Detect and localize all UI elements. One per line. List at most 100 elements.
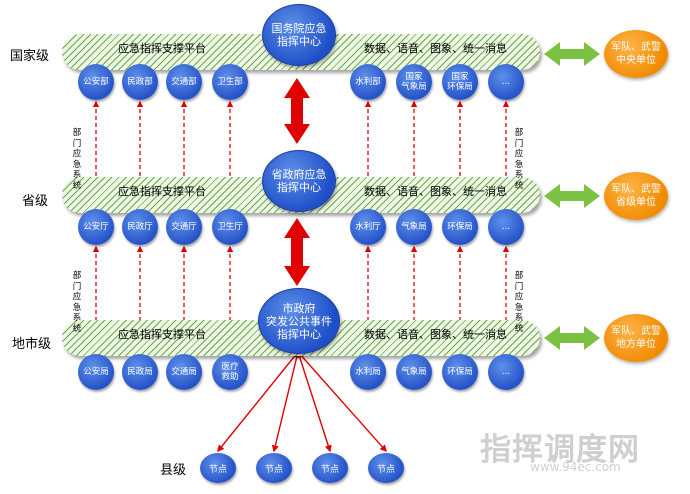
national-node: 民政部	[122, 64, 158, 100]
provincial-node: 环保局	[442, 209, 478, 245]
county-node: 节点	[312, 453, 348, 483]
dept-system-label-right-upper: 部门应急系统	[512, 128, 526, 191]
national-node: 公安部	[78, 64, 114, 100]
military-line-2: 中央单位	[616, 55, 656, 66]
national-node: 交通部	[166, 64, 202, 100]
county-node: 节点	[256, 453, 292, 483]
national-node: 水利部	[350, 64, 386, 100]
dept-system-label-left-lower: 部门应急系统	[70, 271, 84, 334]
label-char: 急	[514, 302, 524, 313]
node-label: 气象局	[401, 222, 427, 232]
national-node: 国家气象局	[396, 64, 432, 100]
county-node: 节点	[200, 453, 236, 483]
national-node: …	[488, 64, 524, 100]
provincial-command-center: 省政府应急 指挥中心	[262, 150, 336, 212]
military-line-1: 军队、武警	[611, 184, 661, 195]
city-node: 民政局	[122, 354, 158, 390]
county-link	[296, 350, 332, 453]
node-label: 水利部	[355, 77, 381, 87]
military-line-1: 军队、武警	[611, 42, 661, 53]
node-label: 医疗	[221, 362, 239, 372]
node-label: 交通局	[171, 367, 197, 377]
label-char: 系	[514, 313, 524, 323]
node-label: 交通部	[171, 77, 197, 87]
node-label: 气象局	[401, 82, 427, 92]
label-char: 统	[514, 323, 524, 334]
label-char: 应	[514, 149, 524, 159]
national-band-left-text: 应急指挥支撑平台	[118, 42, 206, 55]
national-node: 国家环保局	[442, 64, 478, 100]
label-char: 急	[72, 302, 82, 313]
node-label: 卫生部	[217, 77, 243, 87]
city-node: 医疗救助	[212, 354, 248, 390]
provincial-city-arrow	[284, 218, 310, 286]
label-char: 系	[72, 170, 82, 180]
level-label-city: 地市级	[12, 337, 52, 352]
provincial-band-right-text: 数据、语音、图象、统一消息	[364, 185, 507, 198]
label-char: 部	[514, 271, 524, 281]
city-node: 水利局	[350, 354, 386, 390]
city-node: 公安局	[78, 354, 114, 390]
national-center-line-2: 指挥中心	[277, 35, 321, 48]
node-label: 水利局	[355, 367, 381, 377]
label-char: 系	[72, 313, 82, 323]
label-char: 部	[72, 271, 82, 281]
label-char: 部	[72, 128, 82, 138]
label-char: 系	[514, 170, 524, 180]
label-char: 门	[72, 281, 82, 292]
military-line-1: 军队、武警	[611, 326, 661, 337]
node-label: 环保局	[447, 222, 473, 232]
node-label: 环保局	[447, 367, 473, 377]
city-center-line-2: 突发公共事件	[266, 314, 332, 328]
level-label-national: 国家级	[10, 49, 50, 64]
node-label: 救助	[221, 372, 239, 382]
node-label: 国家	[405, 72, 423, 82]
dept-system-label-right-lower: 部门应急系统	[512, 271, 526, 334]
label-char: 统	[514, 180, 524, 191]
provincial-node: 卫生厅	[212, 209, 248, 245]
city-center-line-1: 市政府	[282, 301, 316, 315]
label-char: 应	[72, 292, 82, 302]
provincial-center-line-2: 指挥中心	[277, 181, 321, 194]
watermark-title: 指挥调度网	[480, 432, 640, 468]
county-links	[217, 350, 387, 453]
county-link	[297, 350, 387, 453]
military-line-2: 地方单位	[616, 339, 656, 350]
national-command-center: 国务院应急 指挥中心	[262, 4, 336, 66]
node-label: 民政厅	[127, 222, 153, 232]
provincial-military-arrow	[544, 184, 600, 208]
node-label: 公安局	[83, 367, 109, 377]
label-char: 急	[72, 159, 82, 170]
provincial-node: 公安厅	[78, 209, 114, 245]
national-node: 卫生部	[212, 64, 248, 100]
provincial-node: 交通厅	[166, 209, 202, 245]
node-label: …	[501, 77, 511, 87]
label-char: 门	[514, 281, 524, 292]
label-char: 急	[514, 159, 524, 170]
label-char: 应	[72, 149, 82, 159]
node-label: 国家	[451, 72, 469, 82]
city-band-left-text: 应急指挥支撑平台	[118, 328, 206, 341]
label-char: 统	[72, 180, 82, 191]
provincial-node: 民政厅	[122, 209, 158, 245]
military-line-2: 省级单位	[616, 197, 656, 208]
node-label: …	[501, 222, 511, 232]
node-label: 卫生厅	[217, 222, 243, 232]
node-label: 民政局	[127, 367, 153, 377]
label-char: 应	[514, 292, 524, 302]
city-military-arrow	[544, 326, 600, 350]
national-military-arrow	[544, 42, 600, 66]
military-local-unit: 军队、武警 地方单位	[604, 314, 668, 362]
node-label: 水利厅	[355, 222, 381, 232]
label-char: 门	[72, 138, 82, 149]
national-provincial-arrow	[284, 78, 310, 144]
provincial-center-line-1: 省政府应急	[271, 168, 327, 181]
city-node: 交通局	[166, 354, 202, 390]
provincial-node: 水利厅	[350, 209, 386, 245]
military-provincial-unit: 军队、武警 省级单位	[604, 172, 668, 220]
label-char: 门	[514, 138, 524, 149]
dept-system-label-left-upper: 部门应急系统	[70, 128, 84, 191]
node-label: 气象局	[401, 367, 427, 377]
label-char: 统	[72, 323, 82, 334]
node-label: 公安厅	[83, 222, 109, 232]
